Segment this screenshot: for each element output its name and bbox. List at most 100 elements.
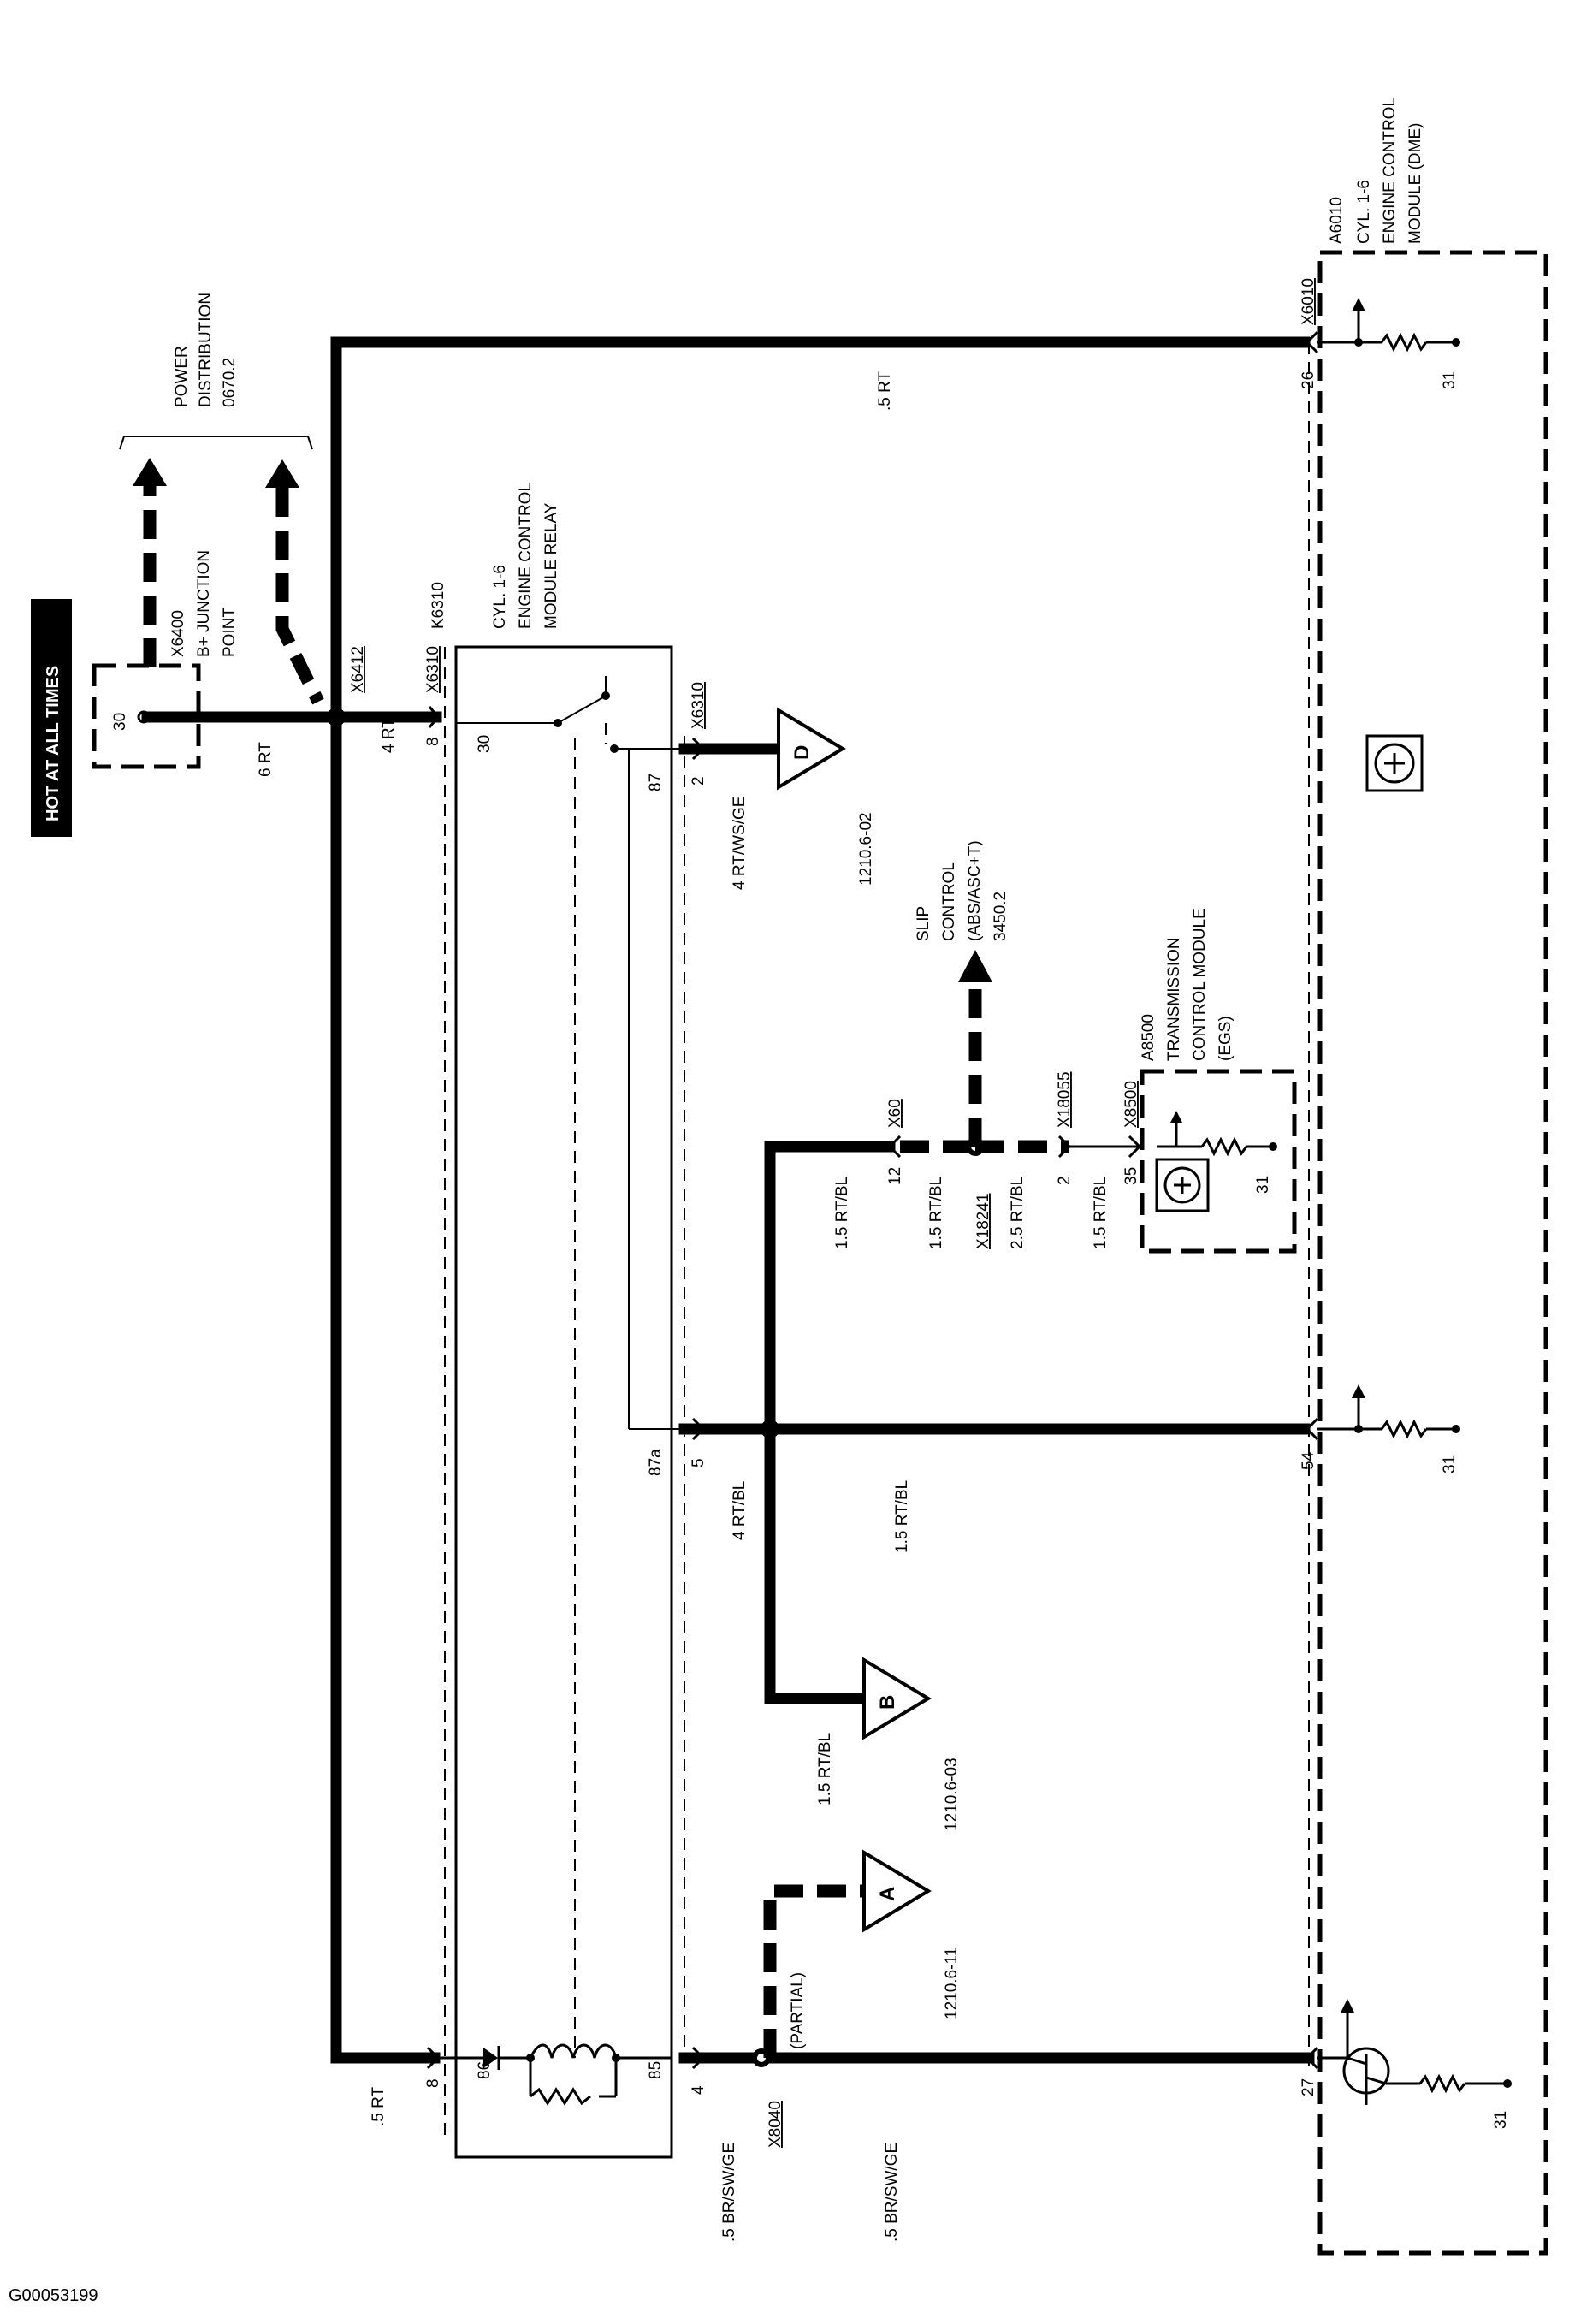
power-title-1: POWER [173, 346, 191, 407]
relay-connector-top: X6310 [424, 646, 442, 693]
slip-line-1: SLIP [915, 906, 933, 941]
ref-b-letter: B [876, 1695, 899, 1710]
relay-name-4: MODULE RELAY [542, 502, 560, 629]
wire-x8500-label: 1.5 RT/BL [1092, 1177, 1110, 1249]
power-title-2: DISTRIBUTION [197, 293, 215, 407]
slip-line-3: (ABS/ASC+T) [966, 840, 984, 941]
relay-pin-8-top: 8 [424, 737, 442, 746]
dme-pin-54: 54 [1300, 1451, 1317, 1470]
relay-pin-5-arrow [691, 1417, 706, 1441]
tcm-a8500: A8500 TRANSMISSION CONTROL MODULE (EGS) … [1140, 908, 1297, 1254]
relay-name-1: K6310 [429, 582, 447, 629]
dme-pin-54-arrow [1305, 1417, 1319, 1441]
ref-a-letter: A [876, 1887, 899, 1901]
wire-brswge-b-label: .5 BR/SW/GE [883, 2143, 901, 2242]
dme-54-ground-dot [1452, 1425, 1460, 1433]
wire-partial-to-a [763, 1884, 864, 2058]
power-arrow-left [133, 458, 167, 486]
dme-27-ground-dot [1503, 2079, 1512, 2088]
tcm-symbol-circle [1163, 1166, 1201, 1204]
ref-a-page: 1210.6-11 [943, 1948, 961, 2019]
wire-brswge-a-label: .5 BR/SW/GE [720, 2143, 738, 2242]
connector-x18055: X18055 [1056, 1071, 1074, 1128]
diagram-id: G00053199 [9, 2286, 98, 2305]
wire-b-label: 1.5 RT/BL [816, 1733, 834, 1805]
wire-x18241-b-label: 2.5 RT/BL [1009, 1177, 1027, 1249]
relay-pin-86: 86 [476, 2061, 494, 2079]
connector-x60-arrow [887, 1135, 902, 1159]
dme-26-ground: 31 [1441, 371, 1459, 389]
power-bracket [119, 436, 313, 450]
relay-coil [529, 2043, 618, 2059]
wire-4rtbl-label: 4 RT/BL [731, 1481, 749, 1540]
dme-27-sense-arrow [1341, 1999, 1354, 2013]
tcm-line-4: (EGS) [1217, 1016, 1234, 1061]
relay-name-2: CYL. 1-6 [491, 565, 509, 629]
ref-b-triangle [862, 1657, 932, 1740]
power-arrow-right [265, 459, 299, 488]
relay-pin-87: 87 [647, 774, 665, 791]
dme-pin-26-arrow [1305, 330, 1319, 354]
ref-d-triangle [777, 707, 846, 791]
dme-a6010: A6010 CYL. 1-6 ENGINE CONTROL MODULE (DM… [1300, 98, 1548, 2256]
relay-diode [483, 2048, 498, 2068]
dme-box [1317, 250, 1548, 2256]
power-title-3: 0670.2 [221, 358, 239, 407]
dme-transistor-emitter [1365, 2076, 1387, 2085]
hot-at-all-times-badge: HOT AT ALL TIMES [31, 599, 72, 837]
dme-symbol-circle [1374, 743, 1415, 784]
ref-d: D [777, 707, 846, 791]
relay-pin-87a: 87a [647, 1449, 665, 1476]
dme-27-ground: 31 [1492, 2111, 1510, 2129]
power-feed-right [275, 488, 324, 705]
relay-pin-8-top-arrow [428, 706, 440, 728]
splice-x6412-label: X6412 [349, 646, 367, 693]
wire-4rt-label: 4 RT [380, 718, 398, 753]
dme-line-3: ENGINE CONTROL [1381, 98, 1399, 244]
wire-d-label: 4 RT/WS/GE [731, 797, 749, 890]
relay-pin-4: 4 [690, 2085, 708, 2095]
relay-pin-8-bottom-arrow [426, 2046, 441, 2070]
relay-pin-2: 2 [690, 776, 708, 786]
relay-pin-2-arrow [691, 737, 706, 761]
dme-pin-27: 27 [1300, 2078, 1317, 2096]
b-junction-terminal: 30 [111, 713, 129, 731]
slip-line-4: 3450.2 [992, 892, 1009, 941]
connector-x60: X60 [886, 1099, 904, 1128]
ref-b-page: 1210.6-03 [943, 1758, 961, 1831]
b-junction-line-3: POINT [221, 608, 239, 657]
wire-x18241-label: 1.5 RT/BL [927, 1177, 945, 1249]
dme-line-4: MODULE (DME) [1406, 123, 1424, 244]
ref-d-letter: D [790, 745, 814, 760]
relay-contact-arm [557, 697, 604, 724]
badge-text: HOT AT ALL TIMES [44, 666, 62, 821]
splice-x18241-label: X18241 [974, 1193, 992, 1249]
dme-pin-27-arrow [1305, 2046, 1319, 2070]
dme-54-resistor [1380, 1419, 1428, 1439]
relay-coil-node-a [526, 2054, 535, 2062]
dme-line-2: CYL. 1-6 [1355, 180, 1373, 244]
connector-x60-pin: 12 [886, 1167, 904, 1185]
dme-pin-26: 26 [1300, 371, 1317, 389]
ref-d-page: 1210.6-02 [857, 812, 875, 886]
relay-pin-4-arrow [691, 2046, 706, 2070]
connector-x8500-arrow [1128, 1135, 1142, 1159]
relay-connector-out: X6310 [690, 682, 708, 729]
splice-x8040-label: X8040 [767, 2101, 784, 2148]
b-junction-line-1: X6400 [169, 610, 187, 657]
ref-a: A [862, 1849, 932, 1933]
dme-27-resistor [1418, 2073, 1466, 2094]
relay-pin-5: 5 [690, 1458, 708, 1467]
relay-k6310: K6310 CYL. 1-6 ENGINE CONTROL MODULE REL… [429, 483, 700, 2159]
connector-x18055-pin: 2 [1056, 1176, 1074, 1185]
dme-26-resistor [1380, 332, 1428, 353]
connector-x8500: X8500 [1122, 1081, 1140, 1128]
dme-54-ground: 31 [1441, 1455, 1459, 1473]
relay-name-3: ENGINE CONTROL [517, 483, 535, 629]
ref-b: B [862, 1657, 932, 1740]
tcm-line-3: CONTROL MODULE [1191, 908, 1209, 1061]
relay-pin-85: 85 [647, 2061, 665, 2079]
tcm-ground-dot [1269, 1142, 1277, 1151]
dme-transistor-collector [1347, 2056, 1367, 2066]
